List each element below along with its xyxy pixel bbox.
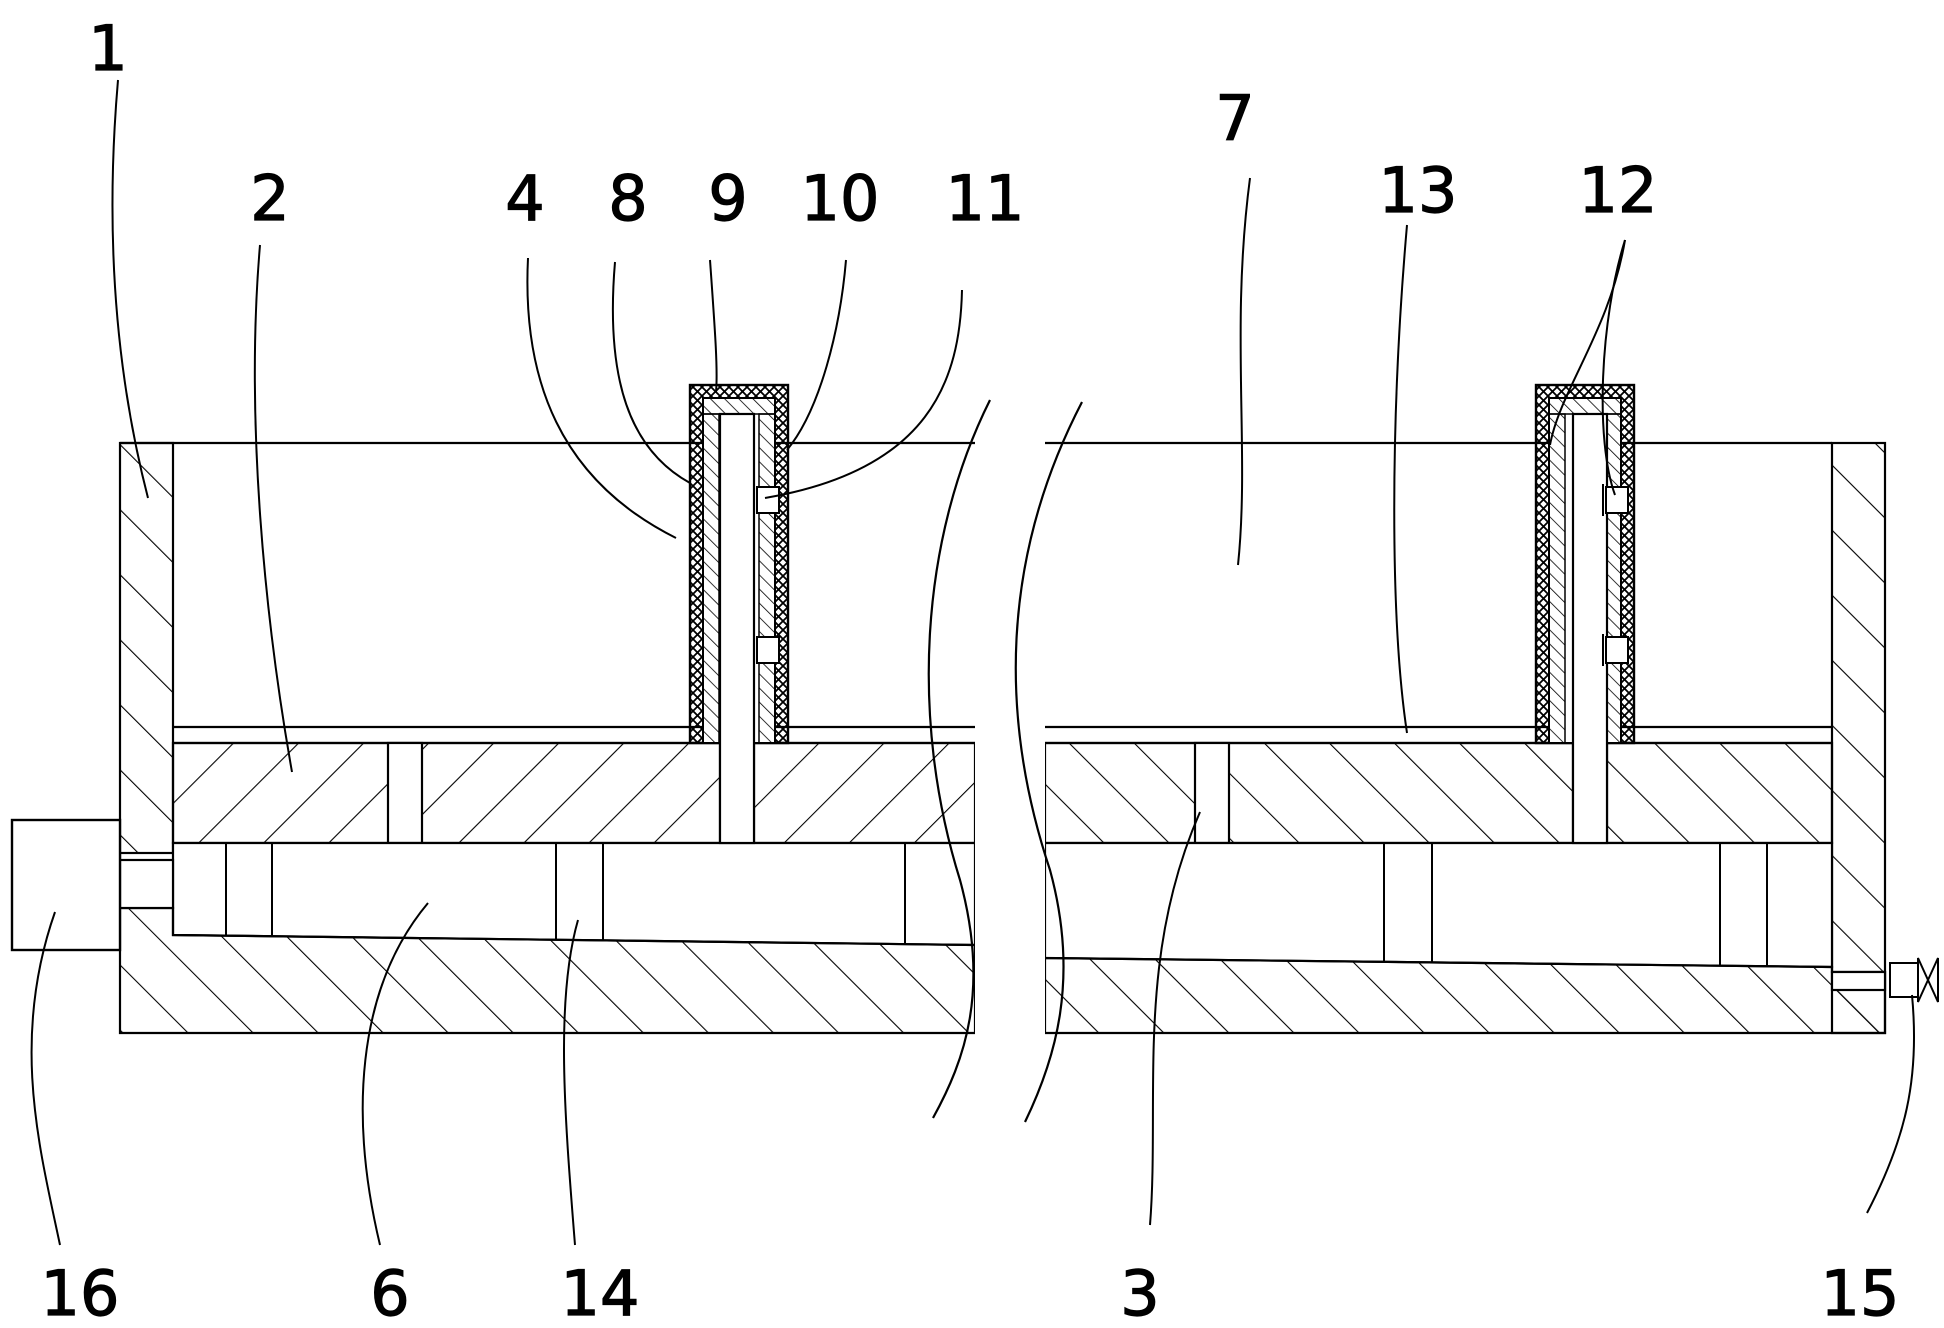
slab-right bbox=[1045, 741, 1834, 845]
pump-box bbox=[10, 818, 122, 952]
break-line-right bbox=[1014, 401, 1083, 1123]
right-section bbox=[1045, 383, 1887, 1035]
labels: 1 2 3 4 6 7 8 9 10 11 12 13 14 15 16 bbox=[40, 11, 1900, 1328]
slab-left bbox=[171, 741, 975, 845]
base-right bbox=[1045, 956, 1887, 1035]
label-15: 15 bbox=[1821, 1257, 1900, 1328]
label-11: 11 bbox=[946, 162, 1025, 235]
left-wall bbox=[118, 441, 175, 855]
leader-lines bbox=[30, 79, 1916, 1246]
label-9: 9 bbox=[708, 162, 747, 235]
label-14: 14 bbox=[561, 1257, 640, 1328]
right-wall bbox=[1830, 441, 1887, 1035]
break-line-left bbox=[927, 399, 991, 1119]
label-1: 1 bbox=[88, 12, 127, 85]
label-3: 3 bbox=[1120, 1257, 1159, 1328]
label-7: 7 bbox=[1215, 82, 1254, 155]
label-12: 12 bbox=[1579, 154, 1658, 227]
label-2: 2 bbox=[250, 162, 289, 235]
label-6: 6 bbox=[370, 1257, 409, 1328]
valve bbox=[1889, 957, 1939, 1003]
label-10: 10 bbox=[801, 162, 880, 235]
label-13: 13 bbox=[1379, 154, 1458, 227]
left-section bbox=[118, 383, 975, 1035]
label-16: 16 bbox=[41, 1257, 120, 1328]
label-4: 4 bbox=[505, 162, 544, 235]
label-8: 8 bbox=[608, 162, 647, 235]
